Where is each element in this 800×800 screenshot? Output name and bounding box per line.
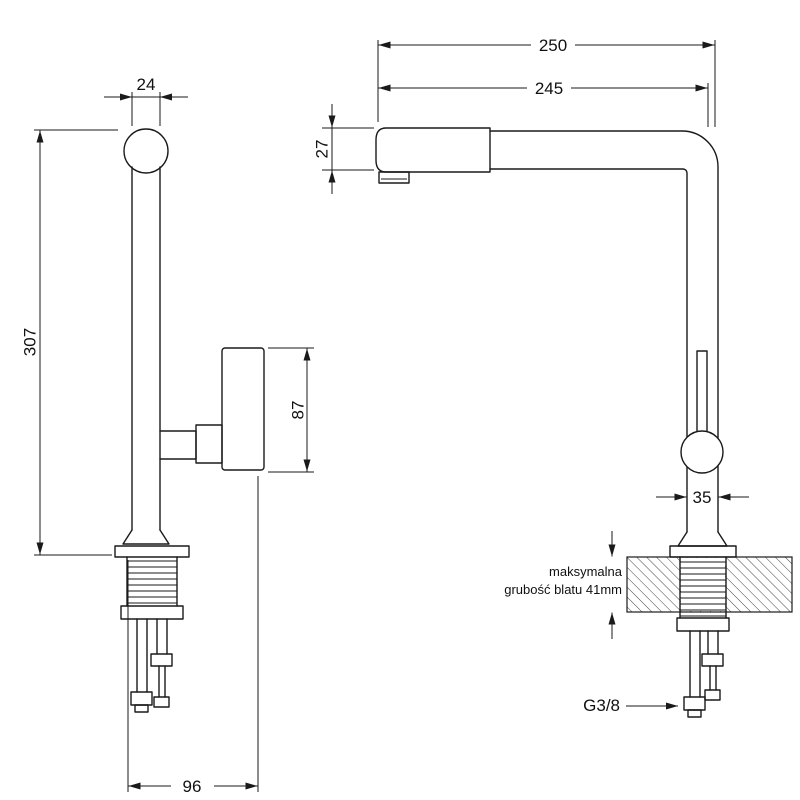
side-base-cone [677, 531, 728, 547]
front-handle-flange [195, 424, 223, 464]
countertop-note-line1: maksymalna [549, 564, 623, 579]
front-hose-stud-tip [153, 696, 170, 708]
front-riser-pipe [131, 166, 161, 531]
dim-riser-width-label: 35 [693, 488, 712, 507]
dim-reach-outer: 250 [377, 36, 716, 127]
faucet-front-view [114, 128, 265, 713]
dim-spout-width: 24 [104, 75, 188, 126]
side-spray-head [375, 127, 491, 173]
side-hose-short [707, 630, 719, 655]
front-base-plate [114, 545, 190, 558]
front-hose-long-fitting [130, 691, 153, 706]
dim-handle-height-label: 87 [289, 401, 308, 420]
front-thread-lines [127, 560, 177, 604]
thread-callout: G3/8 [583, 696, 678, 715]
dim-handle-height: 87 [268, 347, 314, 473]
side-hose-short-fitting [701, 653, 724, 667]
side-thread-body [679, 556, 727, 619]
dim-reach: 245 [378, 79, 709, 127]
dim-spout-height-label: 27 [313, 140, 332, 159]
front-base-cone [122, 529, 170, 545]
side-hose-long-tip [687, 709, 702, 718]
dim-total-height: 307 [21, 129, 118, 556]
front-handle-neck [159, 430, 197, 460]
dim-base-depth-label: 96 [183, 777, 202, 796]
thread-callout-label: G3/8 [583, 696, 620, 715]
side-base-plate [669, 545, 737, 558]
front-thread-body [126, 556, 178, 607]
dim-reach-outer-label: 250 [539, 36, 567, 55]
front-mount-nut [120, 605, 184, 620]
dim-spout-width-label: 24 [137, 75, 156, 94]
countertop-note: maksymalna grubość blatu 41mm [504, 531, 623, 639]
faucet-side-view [375, 127, 793, 718]
front-hose-stud [158, 665, 166, 698]
front-handle [221, 347, 265, 471]
side-hose-long [689, 630, 701, 698]
front-spout-ball [123, 128, 169, 174]
side-spout-outer [489, 130, 719, 533]
front-hose-short [156, 618, 168, 655]
dim-base-depth: 96 [127, 476, 259, 796]
side-handle-lever [696, 350, 708, 435]
dim-riser-width: 35 [656, 486, 749, 507]
side-mount-nut [676, 617, 730, 632]
front-hose-short-fitting [150, 653, 173, 667]
side-hose-stud [709, 665, 717, 691]
dim-total-height-label: 307 [21, 328, 40, 356]
side-spout-inner [489, 168, 688, 533]
side-thread-lines [680, 561, 726, 617]
front-hose-long-tip [134, 704, 149, 713]
front-hose-long [136, 618, 148, 693]
side-hose-stud-tip [704, 689, 721, 701]
side-hose-long-fitting [683, 696, 706, 711]
countertop-note-line2: grubość blatu 41mm [504, 582, 622, 597]
dim-reach-label: 245 [535, 79, 563, 98]
dim-spout-height: 27 [313, 104, 374, 194]
side-aerator [378, 171, 410, 184]
thread-mask [681, 558, 725, 611]
side-handle-ball [680, 430, 724, 474]
